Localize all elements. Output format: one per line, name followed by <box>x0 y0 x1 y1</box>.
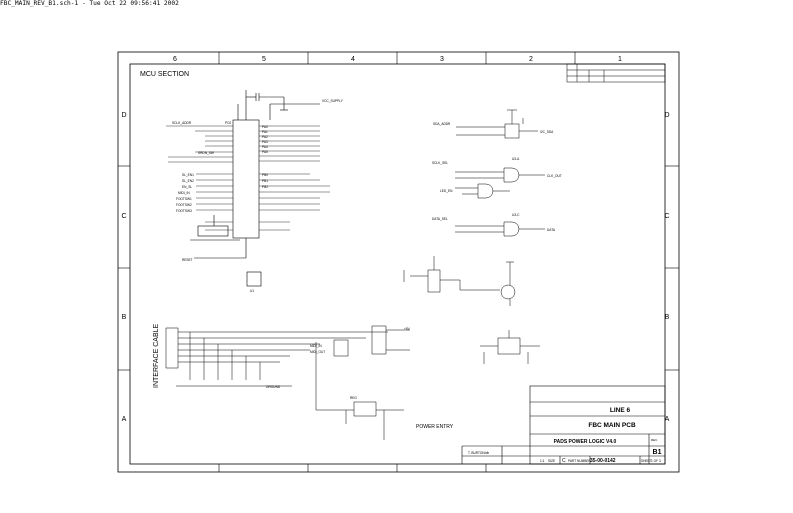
svg-text:SL_EN1: SL_EN1 <box>182 173 194 177</box>
driver-circuit <box>403 256 516 306</box>
title-block-lines <box>461 385 666 465</box>
svg-text:MIDI_OUT: MIDI_OUT <box>310 350 325 354</box>
row-label: A <box>122 416 127 423</box>
svg-text:PB2: PB2 <box>262 185 268 189</box>
svg-text:SDA_ADDR: SDA_ADDR <box>433 122 451 126</box>
svg-text:MIDI_IN: MIDI_IN <box>310 344 322 348</box>
svg-text:REG: REG <box>350 396 357 400</box>
inner-frame <box>129 63 666 465</box>
svg-text:PA2: PA2 <box>262 135 268 139</box>
svg-text:GROUND: GROUND <box>266 385 281 389</box>
column-ticks <box>218 52 576 472</box>
logic-gates <box>455 109 545 237</box>
svg-text:U3-C: U3-C <box>512 213 520 217</box>
gate-labels: SDA_ADDR I2C_SDA SCLK_SEL CLK_OUT LED_EN DA… <box>432 122 562 232</box>
mcu-section-title: MCU SECTION <box>140 71 189 78</box>
mcu-chip <box>166 90 330 287</box>
svg-text:DATA: DATA <box>547 228 556 232</box>
col-label: 3 <box>440 56 444 63</box>
svg-text:EN_SL: EN_SL <box>182 185 192 189</box>
scale-value: 1:1 <box>540 459 545 463</box>
svg-text:RESET: RESET <box>182 258 193 262</box>
revision-block <box>566 63 666 83</box>
svg-text:MIDI_IN: MIDI_IN <box>178 191 190 195</box>
file-timestamp: FBC_MAIN_REV_B1.sch-1 - Tue Oct 22 09:56… <box>0 0 179 7</box>
svg-text:PA0: PA0 <box>262 125 268 129</box>
column-labels: 6 5 4 3 2 1 <box>173 56 622 63</box>
svg-text:PB0: PB0 <box>262 173 268 177</box>
title-board: FBC MAIN PCB <box>588 422 636 429</box>
svg-text:CLK_OUT: CLK_OUT <box>547 174 562 178</box>
row-label: D <box>121 112 126 119</box>
row-label: B <box>122 314 127 321</box>
power-entry-title: POWER ENTRY <box>416 424 454 430</box>
svg-text:PA1: PA1 <box>262 130 268 134</box>
row-label: C <box>121 213 126 220</box>
svg-text:PC0: PC0 <box>225 121 231 125</box>
part-number: 35-00-0142 <box>590 458 616 464</box>
svg-text:FOOTSW1: FOOTSW1 <box>176 197 192 201</box>
size-label: SIZE <box>548 459 555 463</box>
row-label: A <box>665 416 670 423</box>
svg-text:U1: U1 <box>250 289 254 293</box>
svg-text:PB1: PB1 <box>262 179 268 183</box>
svg-text:U3-A: U3-A <box>512 157 520 161</box>
size-value: C <box>562 458 566 464</box>
drawn-by: T. BURTON/db <box>468 451 489 455</box>
col-label: 1 <box>618 56 622 63</box>
sheet-label: SHEET <box>641 459 652 463</box>
sheet-number: 1 OF 3 <box>651 459 661 463</box>
col-label: 5 <box>262 56 266 63</box>
revision-value: B1 <box>653 449 662 456</box>
outer-frame <box>117 51 680 473</box>
row-label: C <box>664 213 669 220</box>
svg-text:FOOTSW3: FOOTSW3 <box>176 209 192 213</box>
col-label: 2 <box>529 56 533 63</box>
title-project: PADS POWER LOGIC V4.0 <box>554 439 617 445</box>
svg-text:SCLK_ADDR: SCLK_ADDR <box>172 121 192 125</box>
svg-text:LED_EN: LED_EN <box>440 189 453 193</box>
interface-labels: MIDI_IN MIDI_OUT GROUND REG +5V <box>266 327 411 400</box>
row-label: D <box>664 112 669 119</box>
svg-text:PA5: PA5 <box>262 150 268 154</box>
svg-text:DATA_SEL: DATA_SEL <box>432 217 448 221</box>
svg-text:FOOTSW2: FOOTSW2 <box>176 203 192 207</box>
regulator-circuit <box>480 330 540 364</box>
interface-cable-wiring <box>165 325 410 440</box>
svg-text:SL_EN2: SL_EN2 <box>182 179 194 183</box>
svg-text:SCLK_SEL: SCLK_SEL <box>432 161 448 165</box>
title-line: LINE 6 <box>610 407 631 414</box>
svg-text:I2C_SDA: I2C_SDA <box>540 130 554 134</box>
row-label: B <box>665 314 670 321</box>
row-ticks <box>118 165 679 371</box>
col-label: 6 <box>173 56 177 63</box>
svg-text:SRDN_SW: SRDN_SW <box>198 151 214 155</box>
svg-text:PA3: PA3 <box>262 140 268 144</box>
col-label: 4 <box>351 56 355 63</box>
rev-label: REV. <box>651 438 658 442</box>
svg-text:+5V: +5V <box>404 327 411 331</box>
part-number-label: PART NUMBER <box>568 459 592 463</box>
interface-cable-title: INTERFACE CABLE <box>153 323 160 388</box>
svg-text:PA4: PA4 <box>262 145 268 149</box>
row-labels: D C B A D C B A <box>121 112 669 423</box>
svg-text:VCC_SUPPLY: VCC_SUPPLY <box>322 99 344 103</box>
